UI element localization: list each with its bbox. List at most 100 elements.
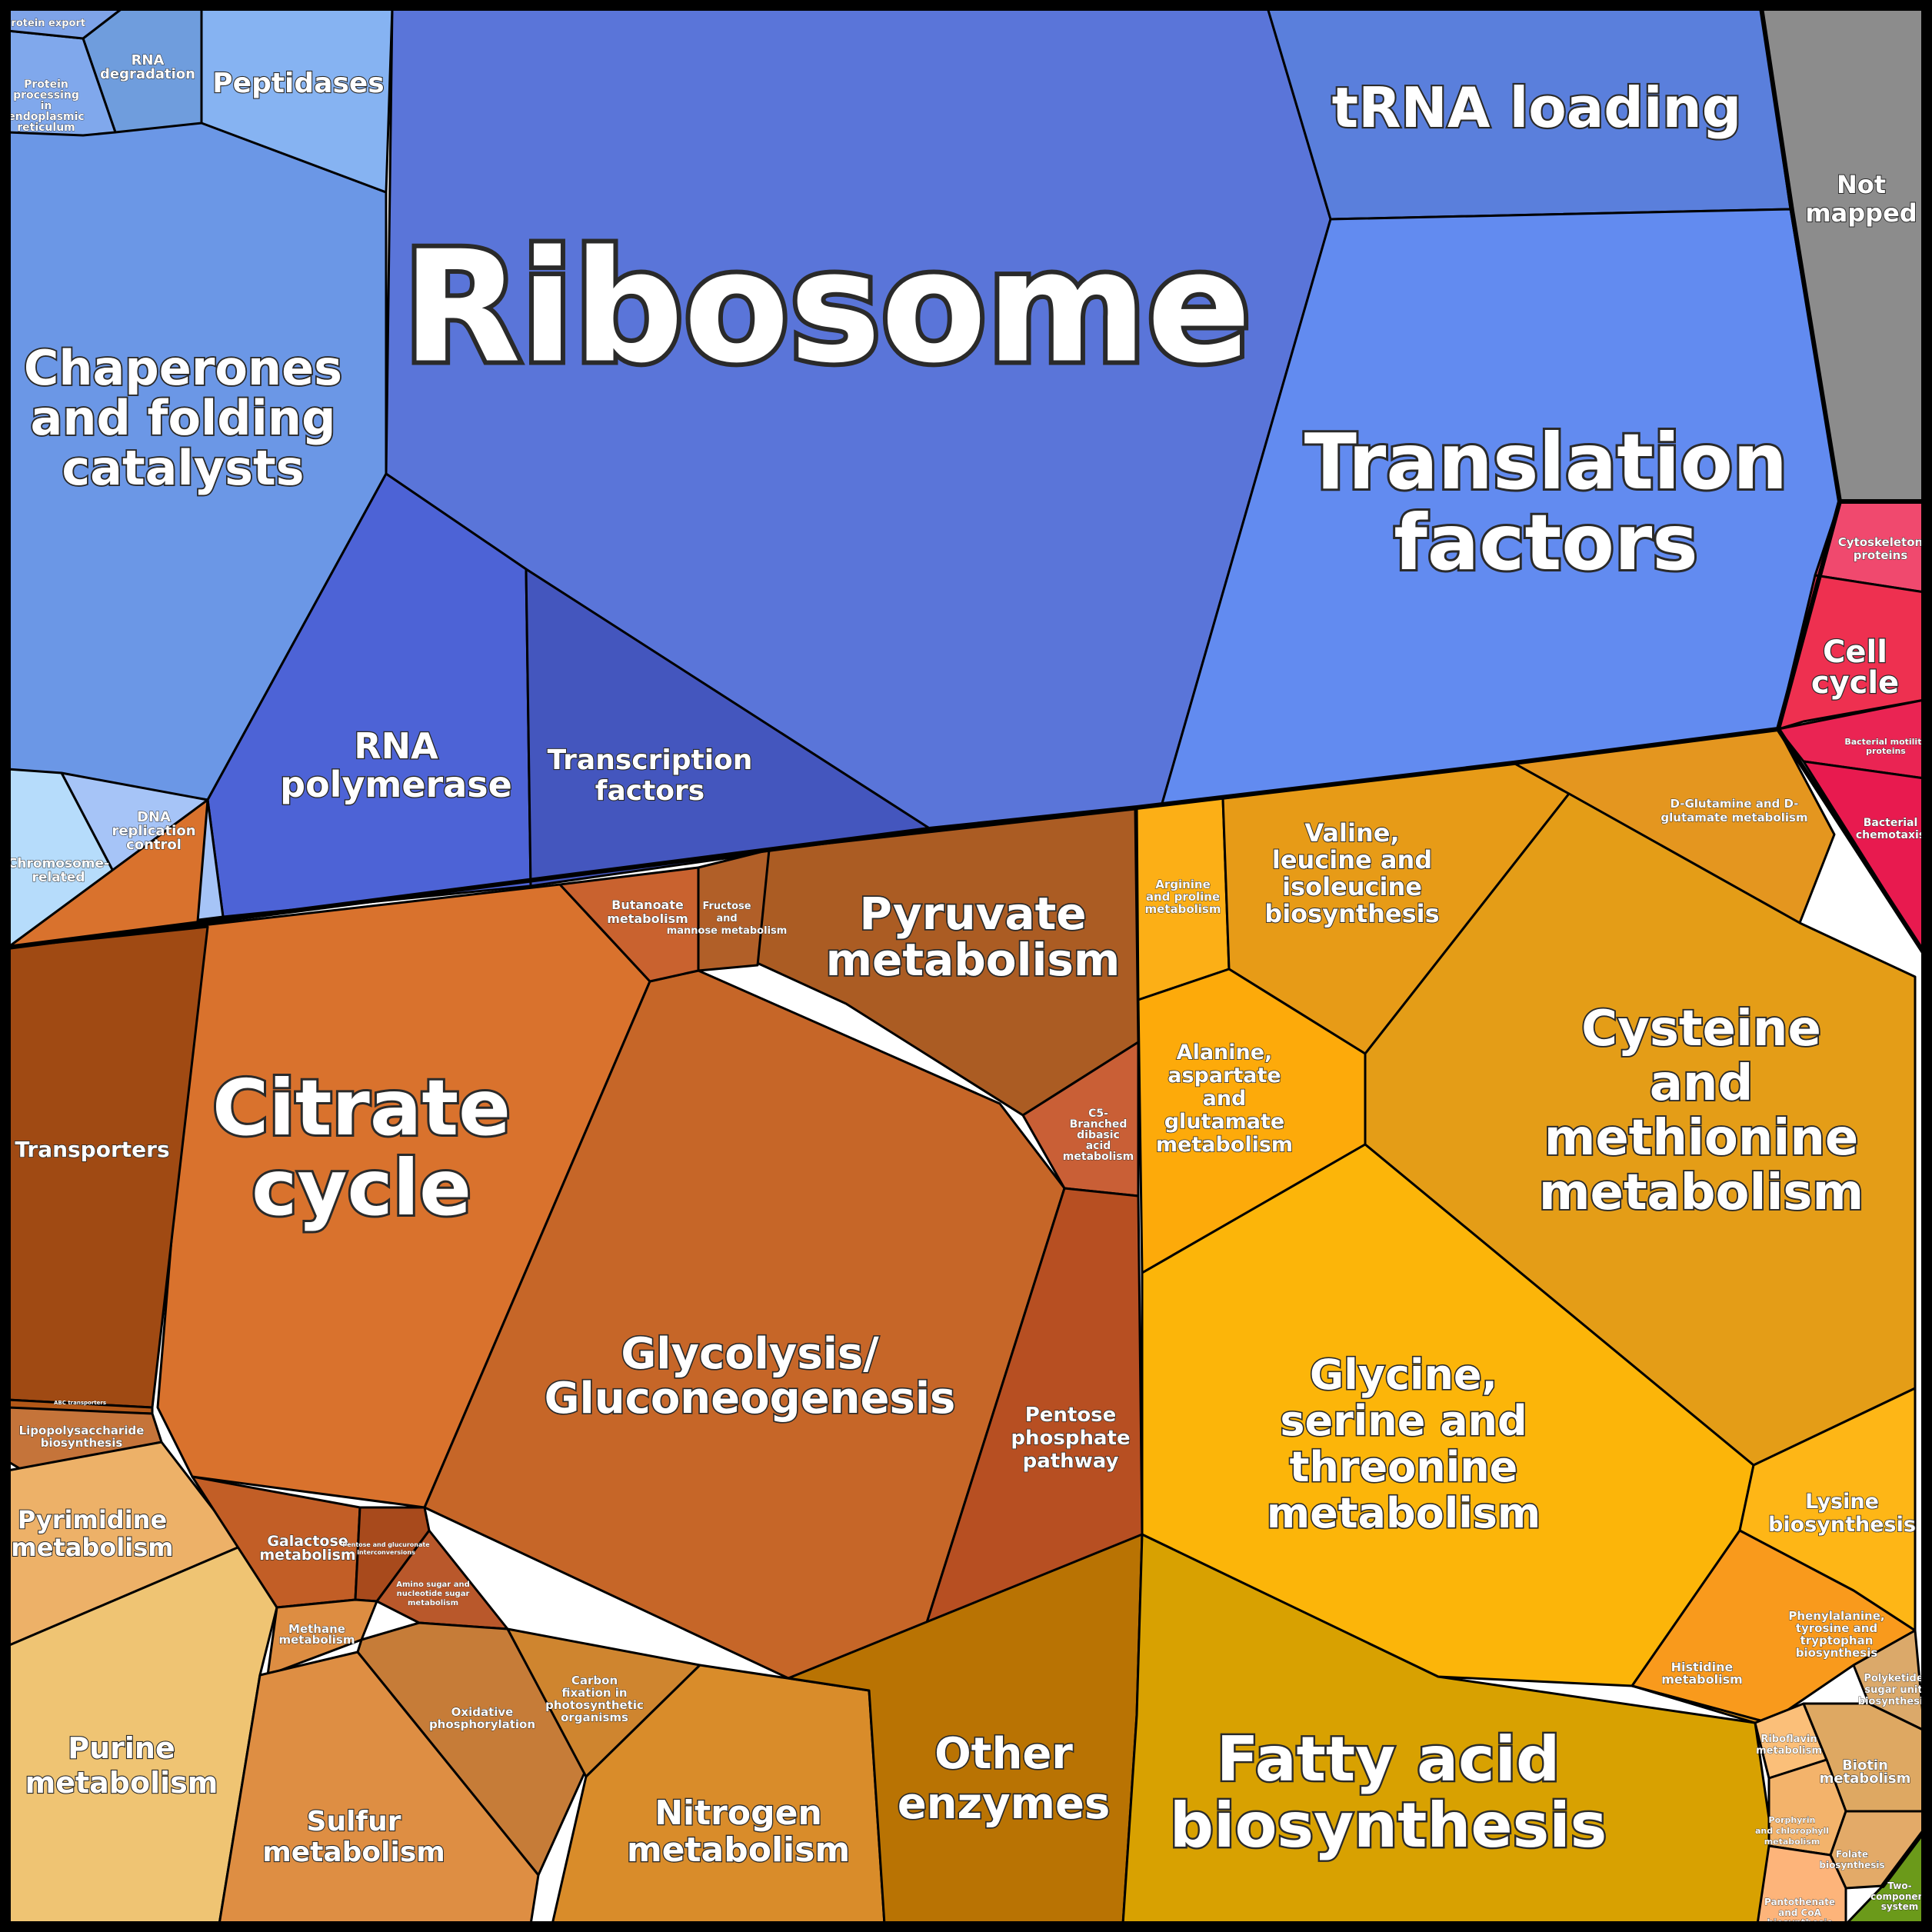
label-line: mapped — [1805, 198, 1917, 228]
label-line: Not — [1837, 170, 1886, 199]
label-line: and — [716, 913, 737, 924]
label-line: Pantothenate — [1764, 1897, 1835, 1907]
label-line: proteins — [1854, 548, 1908, 562]
label-line: Valine, — [1304, 818, 1399, 848]
label-line: Bacterial — [1864, 817, 1918, 829]
label-line: Translation — [1304, 417, 1787, 507]
label-line: RNA — [132, 52, 165, 68]
label-line: Sulfur — [307, 1806, 401, 1837]
label-line: phosphorylation — [429, 1717, 535, 1731]
label-line: metabolism — [408, 1599, 458, 1607]
label-line: Methane — [288, 1622, 345, 1636]
divider-cellular-metabolism — [1776, 727, 1927, 956]
label-line: Oxidative — [451, 1705, 514, 1719]
label-transporters: Transporters — [15, 1137, 169, 1162]
label-line: and — [1203, 1087, 1247, 1111]
label-line: Fructose — [702, 901, 751, 912]
label-line: proteins — [1866, 746, 1906, 756]
label-line: biosynthesis — [1768, 1513, 1916, 1537]
label-line: Polyketide — [1864, 1673, 1923, 1684]
label-line: metabolism — [279, 1633, 355, 1647]
label-line: Transcription — [548, 744, 753, 776]
label-line: biosynthesis — [1264, 899, 1439, 928]
label-line: metabolism — [11, 1533, 173, 1562]
label-line: factors — [1394, 498, 1698, 588]
label-line: and folding — [31, 390, 336, 446]
label-line: metabolism — [25, 1766, 218, 1800]
label-line: degradation — [100, 66, 195, 82]
label-line: Phenylalanine, — [1788, 1609, 1884, 1623]
label-line: threonine — [1290, 1443, 1518, 1491]
label-line: Branched — [1070, 1118, 1128, 1131]
label-line: Pyrimidine — [18, 1505, 167, 1534]
label-line: Citrate — [212, 1063, 511, 1153]
label-line: Alanine, — [1177, 1041, 1273, 1064]
label-line: reticulum — [17, 122, 75, 134]
label-line: related — [32, 870, 85, 885]
label-line: polymerase — [280, 764, 512, 805]
label-line: Porphyrin — [1769, 1815, 1816, 1825]
divider-genetic-notmapped — [1759, 5, 1842, 731]
label-line: Amino sugar and — [396, 1581, 469, 1589]
label-line: glutamate metabolism — [1661, 811, 1807, 824]
label-line: leucine and — [1272, 845, 1432, 874]
cell-pantothenate — [1756, 1844, 1847, 1926]
label-line: metabolism — [1539, 1164, 1864, 1221]
label-line: metabolism — [1764, 1837, 1820, 1847]
label-line: Fatty acid — [1217, 1724, 1561, 1795]
label-line: component — [1870, 1891, 1929, 1902]
label-protein-export: Protein export — [4, 18, 85, 29]
label-line: metabolism — [627, 1830, 850, 1870]
label-line: D-Glutamine and D- — [1671, 797, 1799, 811]
label-line: Cytoskeleton — [1838, 535, 1923, 549]
label-line: Butanoate — [611, 898, 684, 912]
label-line: Gluconeogenesis — [545, 1374, 956, 1424]
label-line: mannose metabolism — [667, 925, 788, 937]
label-line: tryptophan — [1800, 1634, 1874, 1647]
label-line: Protein — [24, 78, 68, 91]
label-line: Chaperones — [24, 340, 342, 396]
cell-sulfur-metabolism — [218, 1651, 540, 1926]
label-d-glutamine: D-Glutamine and D-glutamate metabolism — [1661, 797, 1807, 824]
label-line: Two- — [1887, 1880, 1911, 1891]
label-line: tRNA loading — [1332, 75, 1742, 140]
label-line: biosynthesis — [41, 1436, 123, 1450]
label-line: Bacterial motility — [1844, 737, 1927, 747]
label-line: replication — [112, 823, 195, 839]
label-line: nucleotide sugar — [397, 1590, 470, 1598]
cell-fructose-mannose — [697, 848, 771, 972]
label-line: biosynthesis — [1796, 1646, 1878, 1660]
label-line: Chromosome- — [8, 856, 109, 871]
cells-layer — [6, 6, 1926, 1926]
label-line: metabolism — [1267, 1489, 1541, 1537]
label-line: Pyruvate — [859, 888, 1086, 940]
label-line: organisms — [561, 1710, 628, 1724]
label-line: Peptidases — [212, 68, 384, 99]
label-glycolysis: Glycolysis/Gluconeogenesis — [545, 1329, 956, 1424]
label-line: Folate — [1836, 1849, 1868, 1860]
label-abc-transporters: ABC transporters — [54, 1400, 106, 1406]
